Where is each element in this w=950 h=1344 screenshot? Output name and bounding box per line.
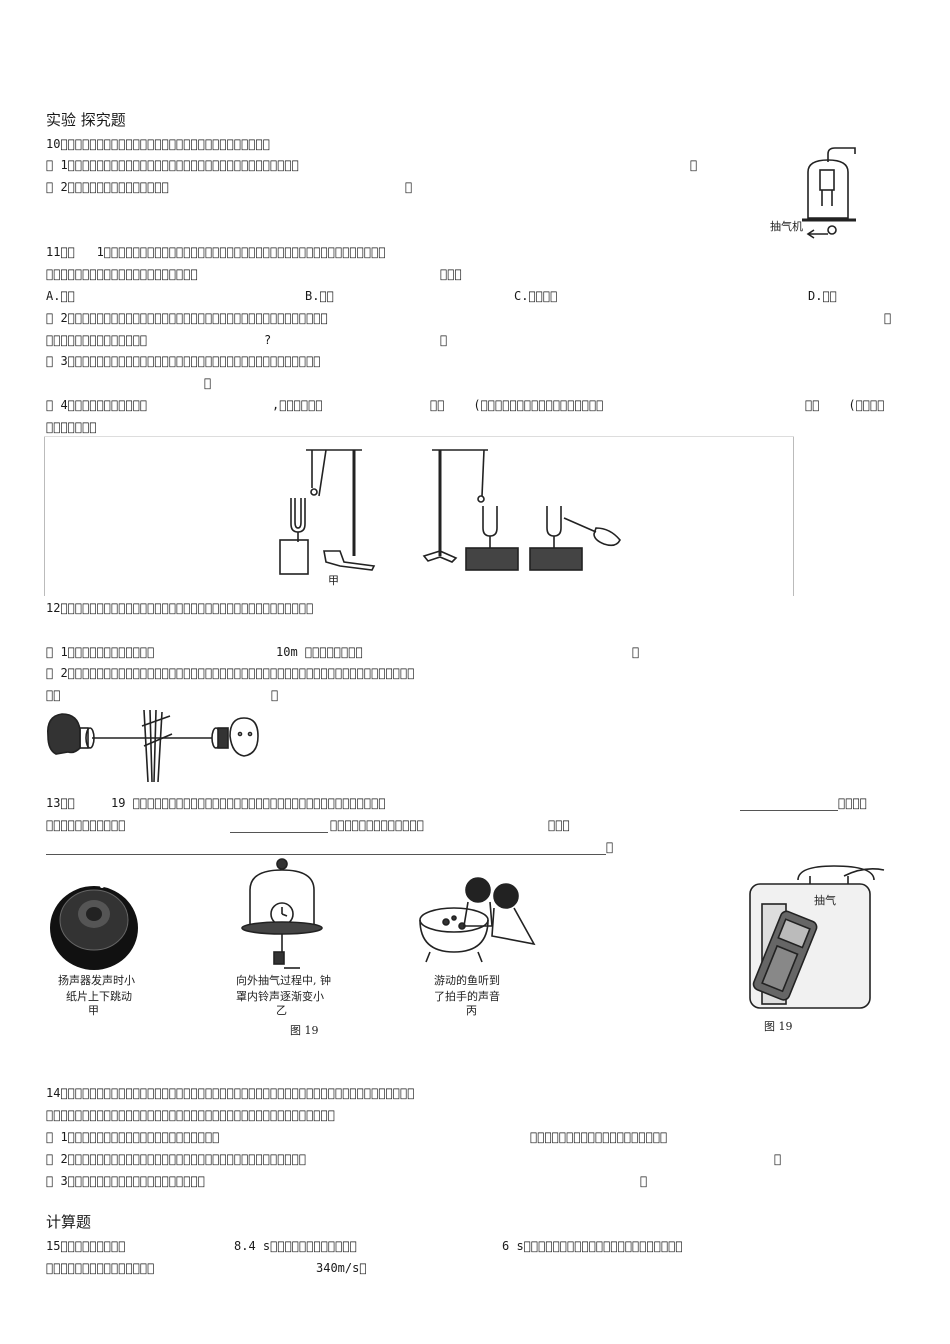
q10-line-2:   1                                 bbox=[46, 158, 299, 172]
q15-line-1-b: 8.4 s             bbox=[234, 1239, 357, 1253]
caption-d-figure-number: 图 19 bbox=[764, 1020, 793, 1033]
fork-figure-label: 甲 bbox=[328, 574, 339, 587]
q11-line-8:   4            bbox=[46, 398, 148, 412]
q11-option-b: B.   bbox=[305, 289, 334, 303]
q13-blank-1 bbox=[740, 810, 838, 811]
q13-line-2-b:               bbox=[330, 818, 424, 832]
caption-a-line-1: 扬声器发声时小 bbox=[58, 973, 135, 987]
q11-line-1: 11   1                                  … bbox=[46, 245, 386, 259]
q13-line-1: 13   19                                 … bbox=[46, 796, 386, 810]
q11-line-2-end:     bbox=[440, 267, 462, 281]
phone-in-jar-diagram bbox=[749, 865, 885, 1009]
q13-line-1-end:      bbox=[838, 796, 867, 810]
q11-line-4-end:   bbox=[884, 311, 892, 325]
caption-c-line-1: 游动的鱼听到 bbox=[434, 973, 500, 987]
q13-line-3-end:   bbox=[606, 840, 614, 854]
q11-line-8-b: ,       bbox=[272, 398, 323, 412]
q15-line-2:                 bbox=[46, 1261, 155, 1275]
caption-d-pump: 抽气 bbox=[814, 893, 836, 907]
q10-line-3:   2               bbox=[46, 180, 169, 194]
q14-line-5:   3                    bbox=[46, 1174, 205, 1188]
q12-line-4:    bbox=[46, 688, 61, 702]
section-title-calculation: 计算题 bbox=[46, 1213, 92, 1231]
caption-a-line-2: 纸片上下跳动 bbox=[66, 989, 132, 1003]
string-telephone-figure bbox=[46, 709, 259, 783]
caption-c-line-2: 了拍手的声音 bbox=[434, 989, 500, 1003]
caption-c-line-3: 丙 bbox=[466, 1004, 477, 1017]
q13-line-2-end:     bbox=[548, 818, 570, 832]
q14-line-4-end:   bbox=[774, 1152, 782, 1166]
q11-line-8-d:    (     bbox=[805, 398, 885, 412]
sound-experiments-figure: 扬声器发声时小 纸片上下跳动 甲 向外抽气过程中, 钟 罩内铃声逐渐变小 乙 图… bbox=[50, 858, 885, 1037]
q11-line-7:   bbox=[204, 376, 212, 390]
q11-option-a: A.   bbox=[46, 289, 75, 303]
q12-line-2:   1             bbox=[46, 645, 155, 659]
q15-line-2-b: 340m/s  bbox=[316, 1261, 367, 1275]
q11-line-2:                       bbox=[46, 267, 198, 281]
q14-line-5-end:   bbox=[640, 1174, 648, 1188]
q11-option-c: C.     bbox=[514, 289, 558, 303]
caption-a-line-3: 甲 bbox=[88, 1004, 99, 1017]
q11-line-5-end:   bbox=[440, 333, 448, 347]
q10-line-1: 10                              bbox=[46, 137, 270, 151]
q14-line-3-b:                     bbox=[530, 1130, 668, 1144]
caption-b-figure-number: 图 19 bbox=[290, 1024, 319, 1037]
q12-line-1: 12                                    bbox=[46, 601, 314, 615]
q12-line-2-b: 10m          bbox=[276, 645, 363, 659]
fish-tank-diagram bbox=[419, 877, 536, 963]
q10-line-2-end:   bbox=[690, 158, 698, 172]
bell-jar-pump-figure: 抽气机 bbox=[770, 147, 856, 239]
tuning-fork-figure: 甲 bbox=[44, 436, 794, 596]
section-title-experiments: 实验 探究题 bbox=[46, 111, 126, 129]
q11-option-d: D.   bbox=[808, 289, 837, 303]
q12-line-3:   2                                     … bbox=[46, 666, 415, 680]
bell-jar-diagram bbox=[241, 858, 323, 969]
q13-blank-3 bbox=[46, 854, 606, 855]
q12-line-4-end:   bbox=[271, 688, 279, 702]
q11-line-5:                bbox=[46, 333, 148, 347]
q11-line-4:   2                                     bbox=[46, 311, 328, 325]
q14-line-2:                                          bbox=[46, 1108, 335, 1122]
caption-b-line-2: 罩内铃声逐渐变小 bbox=[236, 989, 324, 1003]
caption-b-line-3: 乙 bbox=[276, 1004, 287, 1017]
pump-label: 抽气机 bbox=[770, 219, 803, 233]
q11-line-6:   3                                    bbox=[46, 354, 321, 368]
q11-line-8-c:    (                  bbox=[430, 398, 604, 412]
q15-line-1: 15          bbox=[46, 1239, 126, 1253]
q10-line-3-end:   bbox=[405, 180, 413, 194]
q14-line-3:   1                      bbox=[46, 1130, 220, 1144]
speaker-diagram bbox=[50, 876, 138, 970]
q13-blank-2 bbox=[230, 832, 328, 833]
q11-line-9:         bbox=[46, 420, 97, 434]
q14-line-4:   2                                  bbox=[46, 1152, 307, 1166]
q12-line-2-end:   bbox=[632, 645, 640, 659]
q15-line-1-c: 6 s                       bbox=[502, 1239, 683, 1253]
q13-line-2:             bbox=[46, 818, 126, 832]
q11-line-5-mark: ? bbox=[264, 333, 272, 347]
caption-b-line-1: 向外抽气过程中, 钟 bbox=[236, 973, 331, 987]
q14-line-1: 14                                      … bbox=[46, 1086, 415, 1100]
